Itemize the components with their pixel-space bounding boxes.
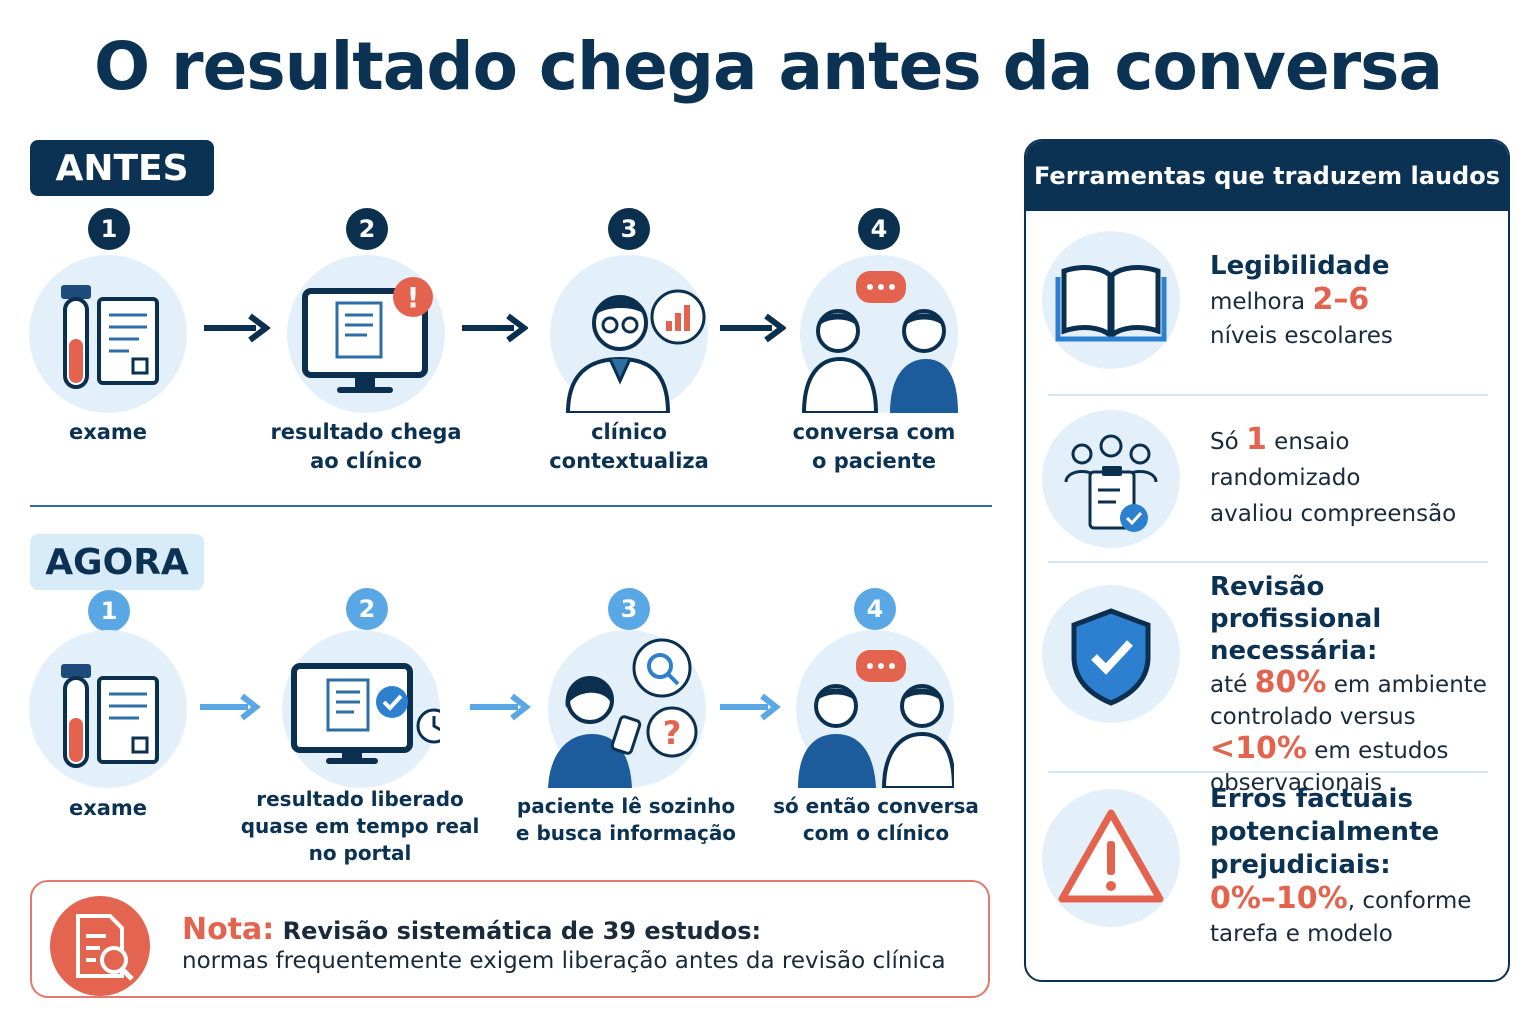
book-illustration — [1042, 231, 1180, 369]
checkmark-icon — [376, 686, 408, 718]
note-heading: Nota: Revisão sistemática de 39 estudos: — [182, 912, 762, 947]
agora-step-2-number: 2 — [346, 588, 388, 630]
antes-step-3-number: 3 — [608, 208, 650, 250]
chat-icon — [801, 271, 958, 413]
chat-icon — [798, 650, 954, 788]
note-box: Nota: Revisão sistemática de 39 estudos:… — [30, 880, 990, 998]
test-tube-icon — [61, 664, 159, 768]
panel-divider — [1048, 394, 1488, 396]
group-illustration — [1042, 410, 1180, 548]
note-text: normas frequentemente exigem liberação a… — [182, 948, 946, 974]
antes-tag: ANTES — [30, 140, 214, 196]
trial-count: 1 — [1245, 422, 1267, 457]
agora-portal-illustration — [282, 630, 440, 788]
shield-icon — [1071, 608, 1151, 706]
legibility-value: 2–6 — [1312, 282, 1370, 317]
agora-exam-illustration — [29, 630, 187, 788]
question-icon: ? — [646, 706, 698, 758]
doctor-icon — [565, 289, 706, 413]
review-observational-value: <10% — [1210, 731, 1307, 766]
review-heading: Revisão profissional — [1210, 572, 1382, 634]
warning-icon — [1058, 809, 1164, 903]
agora-step-1-label: exame — [68, 796, 148, 820]
monitor-icon: ! — [302, 277, 433, 393]
antes-step-1-label: exame — [68, 420, 148, 444]
antes-step-2-number: 2 — [346, 208, 388, 250]
antes-exam-illustration — [29, 255, 187, 413]
antes-step-4-number: 4 — [858, 208, 900, 250]
search-icon — [632, 638, 692, 698]
warning-illustration — [1042, 789, 1180, 927]
monitor-icon — [291, 663, 440, 764]
arrow-right-icon — [462, 313, 528, 343]
agora-tag: AGORA — [30, 534, 204, 590]
errors-heading: Erros factuais — [1210, 784, 1413, 814]
section-divider — [30, 505, 992, 507]
antes-step-1-number: 1 — [88, 208, 130, 250]
arrow-right-icon — [200, 693, 261, 721]
agora-step-4-number: 4 — [854, 588, 896, 630]
group-icon — [1064, 434, 1158, 532]
book-icon — [1055, 265, 1167, 342]
arrow-right-icon — [720, 313, 786, 343]
panel-title: Ferramentas que traduzem laudos — [1026, 141, 1508, 211]
agora-patient-illustration: ? — [548, 630, 706, 788]
antes-result-illustration: ! — [287, 255, 445, 413]
shield-illustration — [1042, 585, 1180, 723]
antes-clinician-illustration — [550, 255, 708, 413]
agora-step-3-number: 3 — [608, 588, 650, 630]
chart-bubble-icon — [650, 289, 706, 345]
svg-text:?: ? — [663, 714, 682, 752]
review-controlled-value: 80% — [1254, 665, 1327, 700]
antes-conversation-illustration — [800, 255, 958, 413]
tools-panel: Ferramentas que traduzem laudos Legibili… — [1024, 139, 1510, 982]
panel-divider — [1048, 561, 1488, 563]
agora-conversation-illustration — [796, 630, 954, 788]
test-tube-icon — [61, 285, 159, 389]
arrow-right-icon — [720, 693, 781, 721]
report-search-icon — [50, 896, 150, 996]
page-title: O resultado chega antes da conversa — [93, 28, 1443, 105]
agora-step-1-number: 1 — [88, 590, 130, 632]
phone-icon: ? — [548, 638, 698, 788]
svg-text:!: ! — [407, 281, 420, 314]
arrow-right-icon — [204, 313, 270, 343]
errors-value: 0%–10% — [1210, 881, 1348, 916]
legibility-heading: Legibilidade — [1210, 251, 1390, 281]
arrow-right-icon — [470, 693, 531, 721]
panel-divider — [1048, 771, 1488, 773]
